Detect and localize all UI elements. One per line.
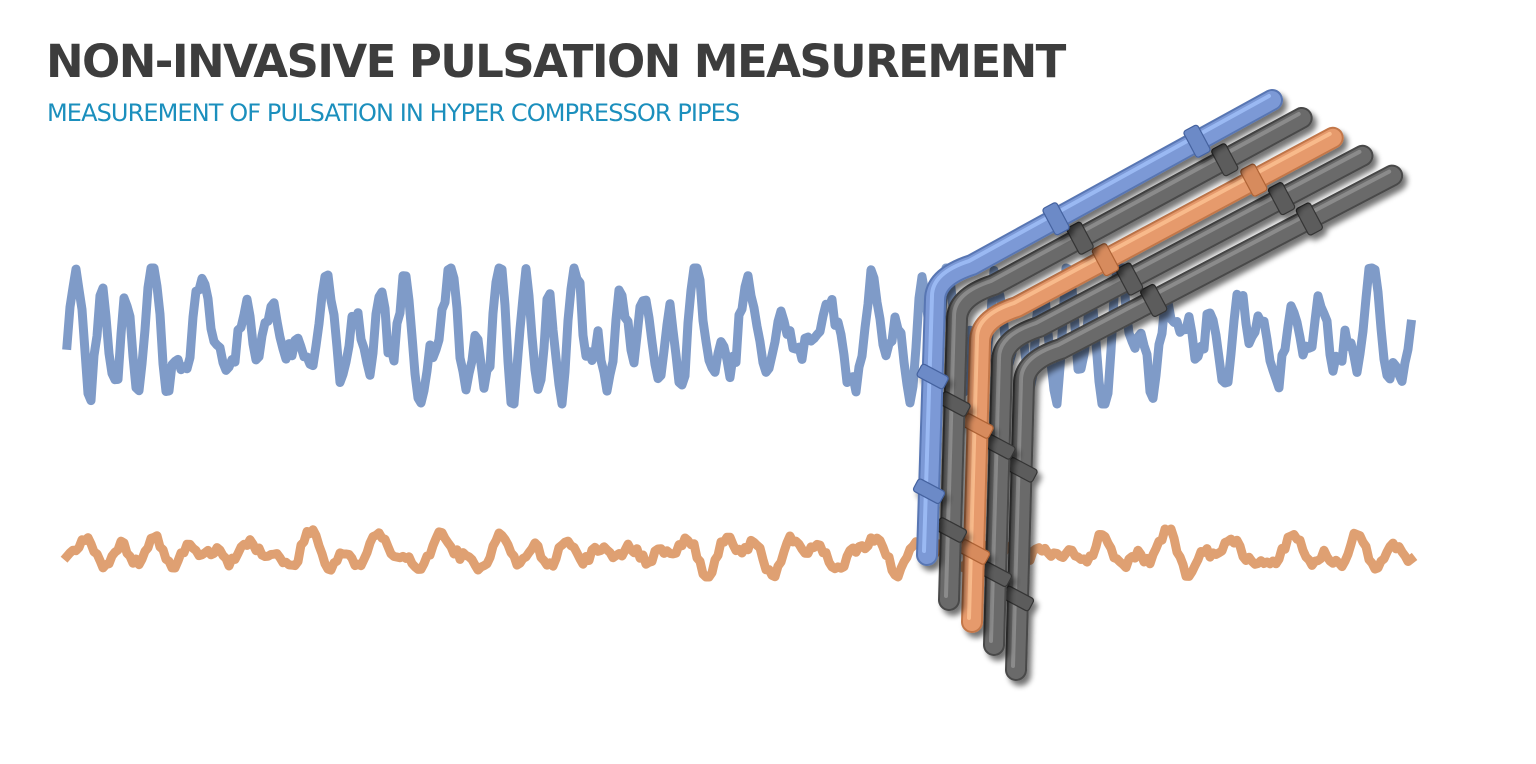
blue-pulsation-signal	[62, 263, 1417, 409]
page-title: NON-INVASIVE PULSATION MEASUREMENT	[46, 35, 1066, 88]
pipe-gray-1-icon	[934, 107, 1313, 611]
pipe-blue-icon	[912, 89, 1283, 566]
pipe-orange-icon	[957, 126, 1344, 633]
pipe-gray-3-icon	[1001, 164, 1404, 681]
pipe-gray-2-icon	[979, 144, 1374, 656]
orange-pulsation-signal	[60, 524, 1418, 582]
pipe-bundle-icon	[912, 89, 1404, 681]
waveform-group	[60, 263, 1418, 582]
page-subtitle: MEASUREMENT OF PULSATION IN HYPER COMPRE…	[47, 99, 740, 127]
